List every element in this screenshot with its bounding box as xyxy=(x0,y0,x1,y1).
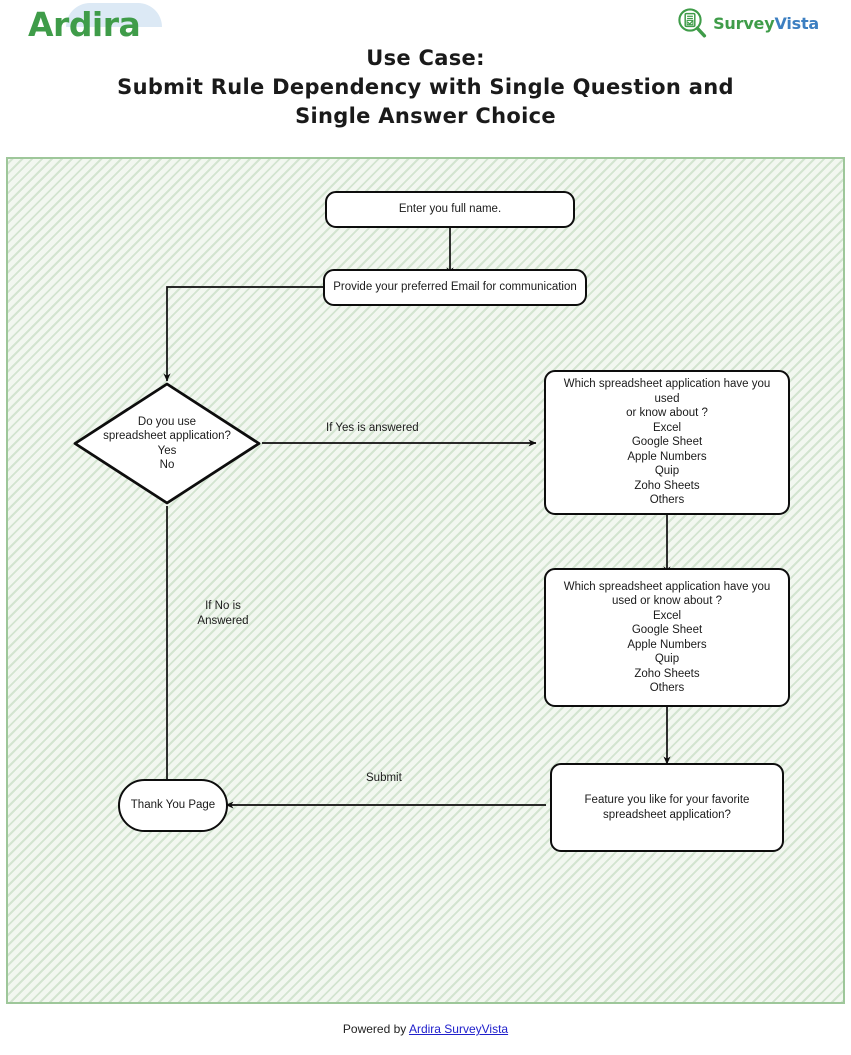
node-spreadsheet-question-1-text: Which spreadsheet application have you u… xyxy=(563,378,771,507)
node-enter-full-name[interactable]: Enter you full name. xyxy=(325,191,575,228)
ardira-cloud-icon xyxy=(66,3,162,27)
node-thank-you-page[interactable]: Thank You Page xyxy=(118,779,228,832)
surveyvista-logo[interactable]: SurveyVista xyxy=(676,6,819,40)
ardira-logo[interactable]: Ardira xyxy=(28,2,178,48)
ardira-surveyvista-link[interactable]: Ardira SurveyVista xyxy=(408,1022,509,1036)
diamond-shape xyxy=(73,382,261,505)
node-feature-question[interactable]: Feature you like for your favorite sprea… xyxy=(550,763,784,852)
edge-label-if-no: If No is Answered xyxy=(197,600,249,627)
page-title: Use Case: Submit Rule Dependency with Si… xyxy=(0,44,851,131)
node-decision-spreadsheet[interactable]: Do you use spreadsheet application? Yes … xyxy=(72,381,262,506)
page-footer: Powered by Ardira SurveyVista xyxy=(0,1022,851,1036)
node-feature-question-text: Feature you like for your favorite sprea… xyxy=(584,794,750,821)
page-header: Ardira SurveyVista Use Case: Submit Rule… xyxy=(0,0,851,150)
node-enter-full-name-text: Enter you full name. xyxy=(398,203,502,216)
flowchart-inner: Enter you full name. Provide your prefer… xyxy=(8,159,843,1002)
page-title-line-1: Use Case: xyxy=(366,46,485,70)
node-provide-email[interactable]: Provide your preferred Email for communi… xyxy=(323,269,587,306)
edge-label-submit: Submit xyxy=(366,772,402,784)
edge-label-if-yes: If Yes is answered xyxy=(326,422,419,434)
surveyvista-logo-vista: Vista xyxy=(774,13,819,33)
node-decision-label: Do you use spreadsheet application? Yes … xyxy=(103,415,231,472)
ardira-logo-text: Ardira xyxy=(28,5,141,44)
powered-by-label: Powered by xyxy=(342,1022,409,1036)
node-spreadsheet-question-1[interactable]: Which spreadsheet application have you u… xyxy=(544,370,790,515)
page-title-line-2: Submit Rule Dependency with Single Quest… xyxy=(117,75,734,99)
node-spreadsheet-question-2[interactable]: Which spreadsheet application have you u… xyxy=(544,568,790,707)
surveyvista-logo-survey: Survey xyxy=(713,13,775,33)
flowchart-canvas: Enter you full name. Provide your prefer… xyxy=(6,157,845,1004)
page-title-line-3: Single Answer Choice xyxy=(295,104,556,128)
node-thank-you-page-text: Thank You Page xyxy=(130,799,216,812)
surveyvista-logo-text: SurveyVista xyxy=(713,14,819,33)
edge-email-to-decision xyxy=(163,286,323,382)
node-provide-email-text: Provide your preferred Email for communi… xyxy=(333,281,577,294)
node-spreadsheet-question-2-text: Which spreadsheet application have you u… xyxy=(563,580,771,695)
magnifying-glass-document-icon xyxy=(678,8,707,38)
